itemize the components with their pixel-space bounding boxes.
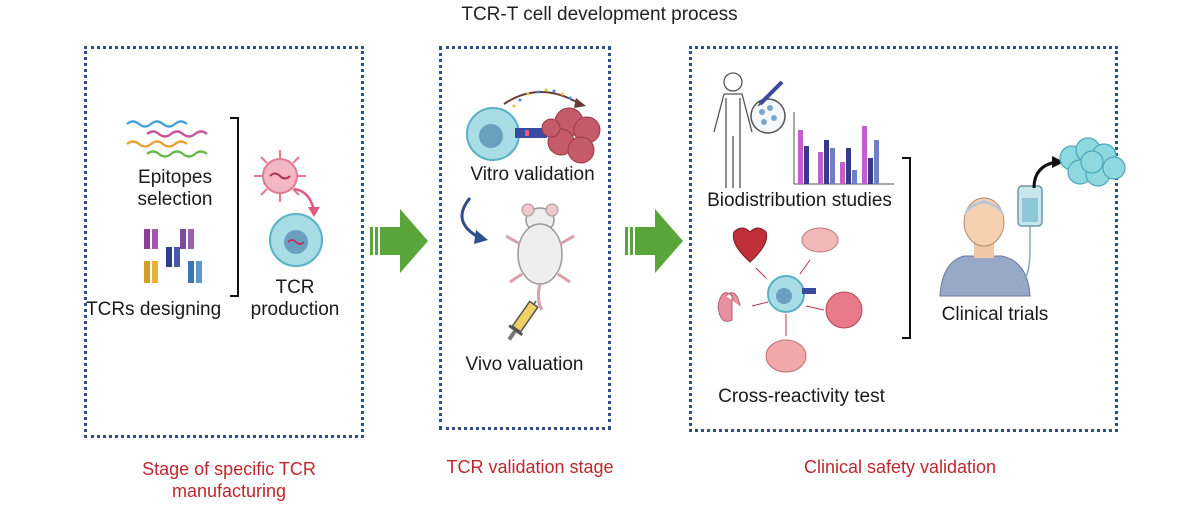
cross-reactivity-test-label: Cross-reactivity test xyxy=(718,386,885,407)
bar-chart-icon xyxy=(793,112,894,185)
biodistribution-studies-label: Biodistribution studies xyxy=(707,190,892,211)
syringe-icon xyxy=(507,300,539,341)
mouse-icon xyxy=(505,203,575,311)
t-cell-icon xyxy=(269,213,323,267)
t-cell-tumor-icon xyxy=(466,107,601,164)
tcrs-designing-label: TCRs designing xyxy=(86,299,222,320)
stage-label-manufacturing: Stage of specific TCR manufacturing xyxy=(142,459,316,501)
syringe-small-icon xyxy=(757,80,784,107)
green-arrow-icon-2 xyxy=(625,209,683,273)
curved-arrow-cells-icon xyxy=(1032,156,1064,189)
organs-cross-reactivity-icon xyxy=(717,227,863,373)
page-title: TCR-T cell development process xyxy=(461,4,738,25)
blue-curved-arrow-icon xyxy=(460,197,488,244)
human-body-icon xyxy=(713,72,753,188)
patient-icon xyxy=(939,197,1031,297)
virus-icon xyxy=(254,150,306,202)
clinical-trials-label: Clinical trials xyxy=(941,304,1049,325)
green-arrow-icon xyxy=(370,209,428,273)
bracket-right-icon xyxy=(902,157,911,339)
stage-label-clinical: Clinical safety validation xyxy=(803,457,997,477)
bracket-icon xyxy=(230,117,239,297)
dna-strands-icon xyxy=(126,120,208,158)
petri-dish-icon xyxy=(750,98,786,134)
sparkle-arc-icon xyxy=(503,88,586,108)
stage-label-validation: TCR validation stage xyxy=(446,457,614,477)
tcr-receptor-icon xyxy=(144,229,202,283)
vitro-validation-label: Vitro validation xyxy=(470,164,595,185)
iv-bag-icon xyxy=(1017,185,1043,289)
curved-arrow-icon xyxy=(293,187,320,217)
vivo-valuation-label: Vivo valuation xyxy=(465,354,584,375)
epitopes-selection-label: Epitopes selection xyxy=(137,167,213,210)
cell-cluster-icon xyxy=(1059,137,1126,187)
tcr-production-label: TCR production xyxy=(250,277,340,320)
